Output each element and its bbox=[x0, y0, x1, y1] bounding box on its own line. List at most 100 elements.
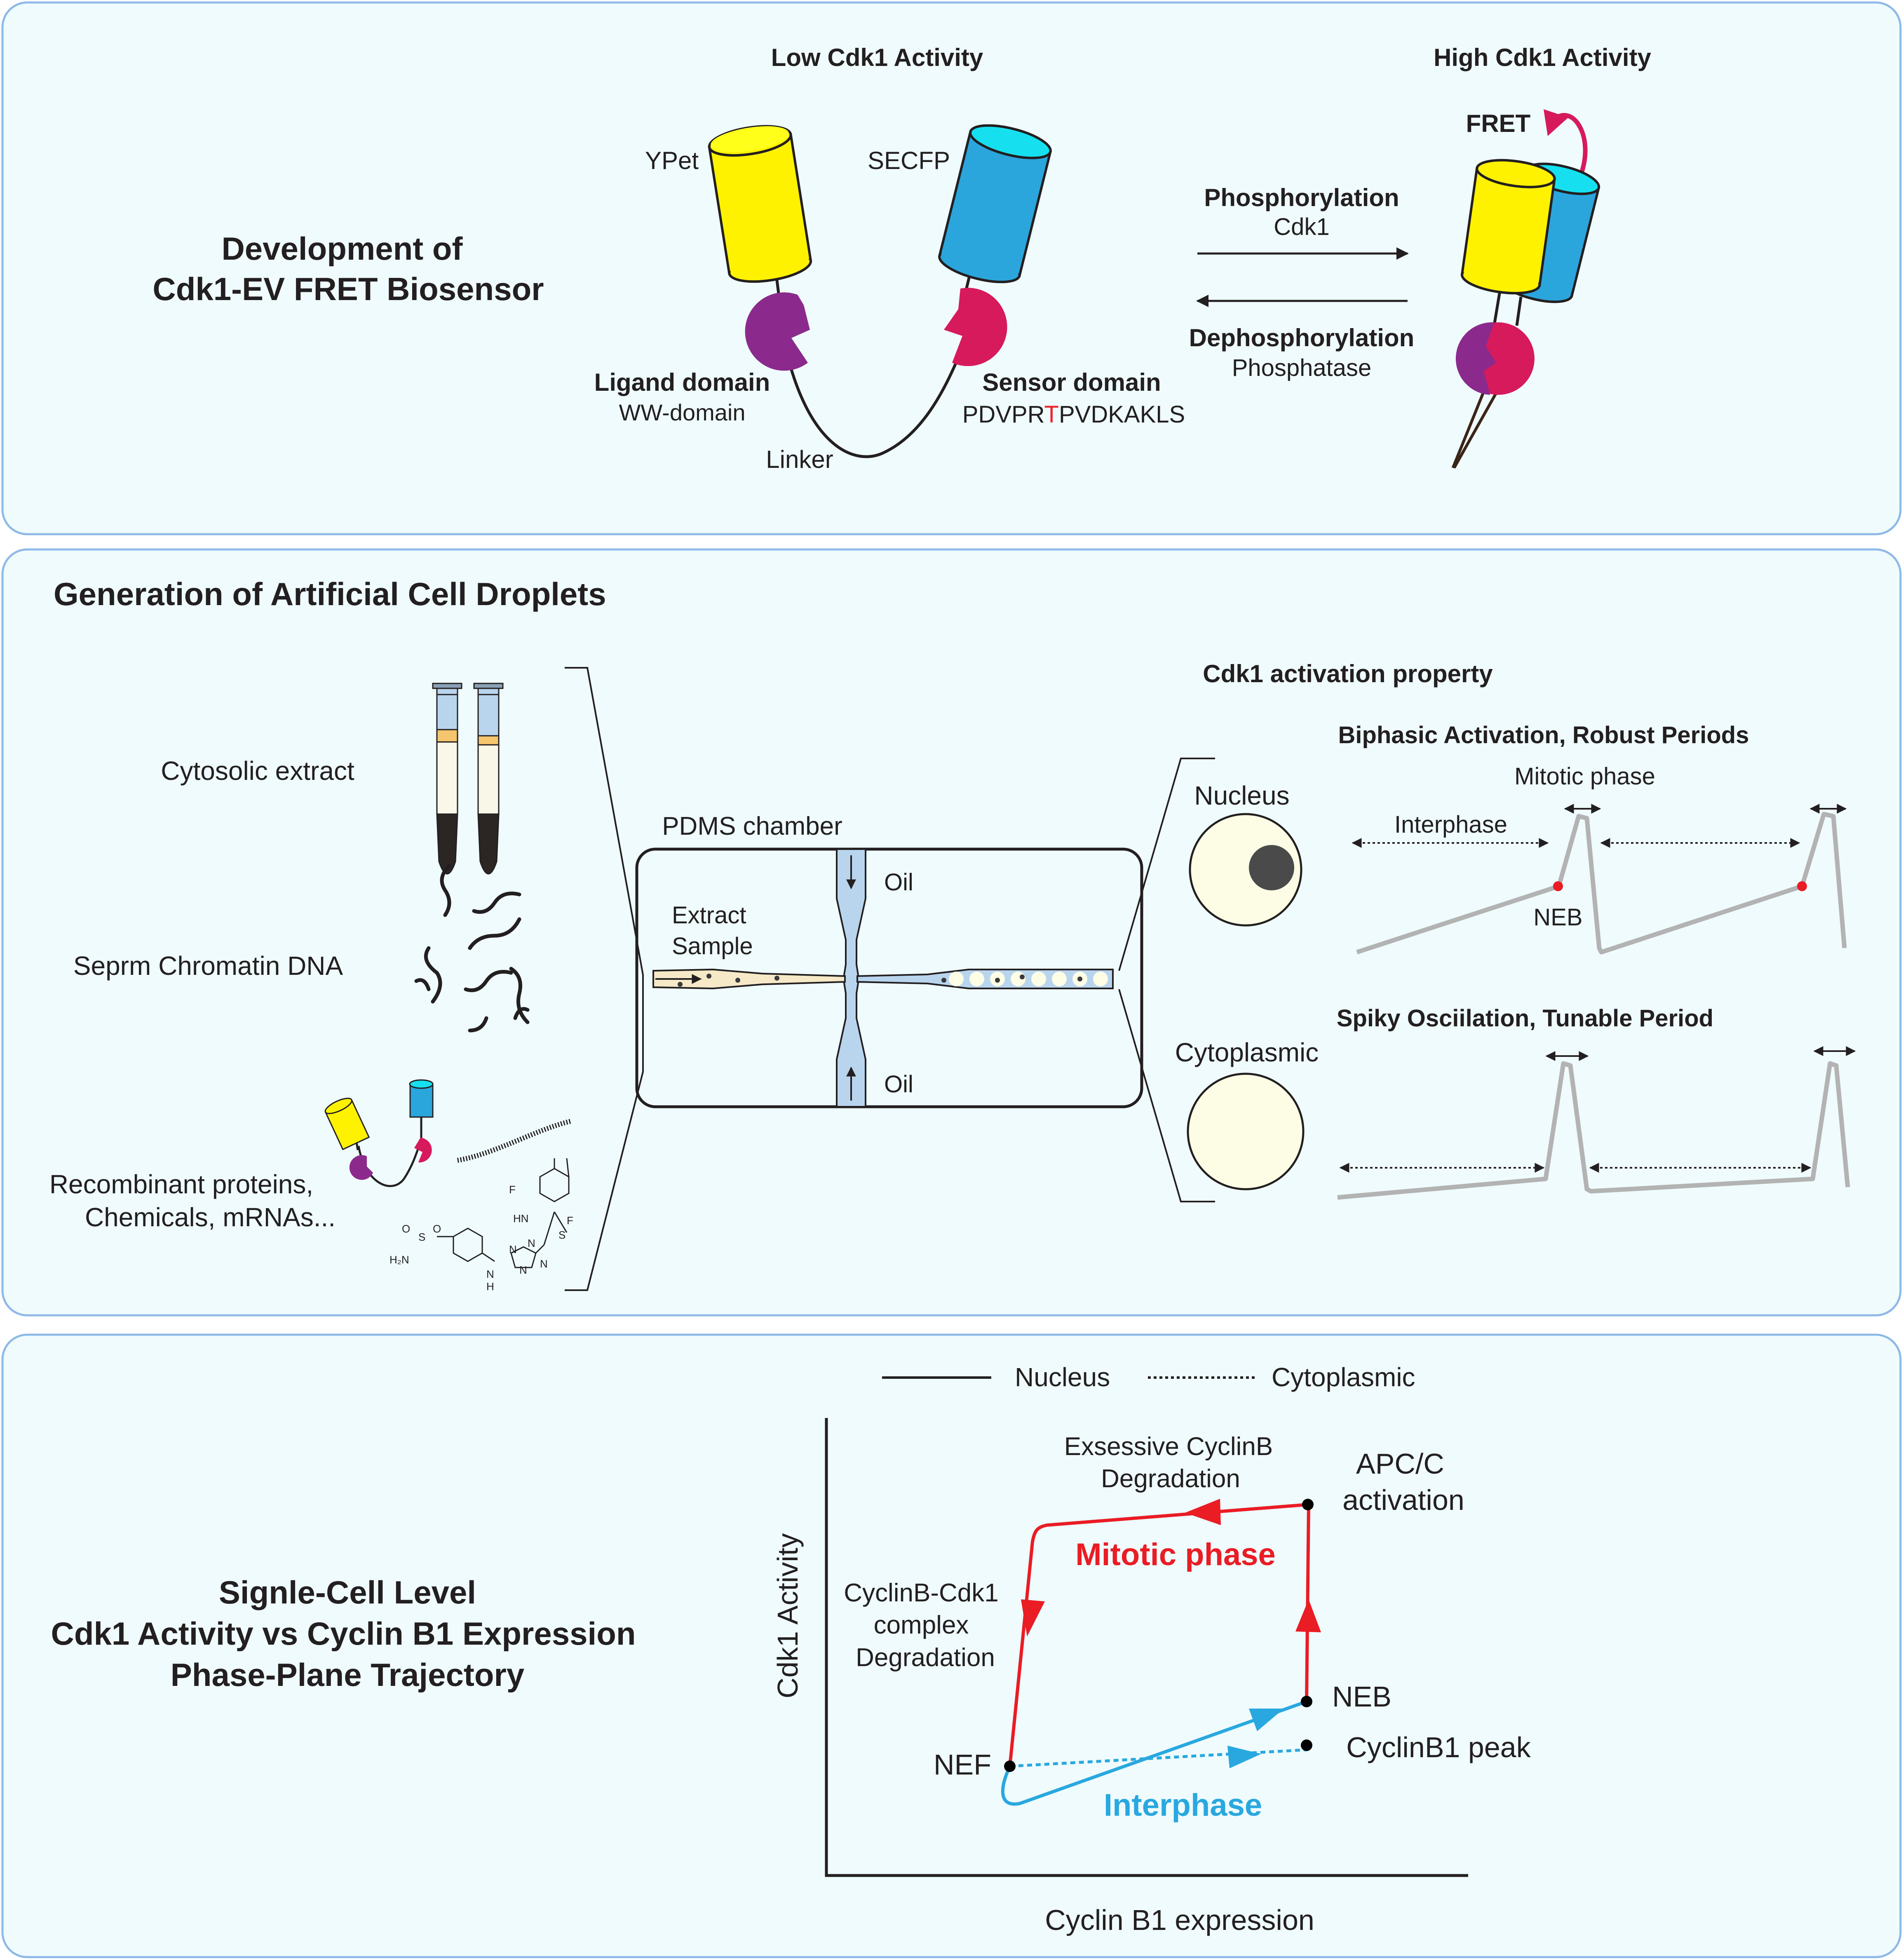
mitotic-arrow-up bbox=[1295, 1599, 1321, 1632]
panel3-title-line2: Cdk1 Activity vs Cyclin B1 Expression bbox=[51, 1615, 636, 1652]
chem-f1: F bbox=[509, 1183, 516, 1196]
nucleus-core bbox=[1249, 845, 1294, 890]
spiky-heading: Spiky Osciilation, Tunable Period bbox=[1337, 1005, 1713, 1032]
chem-hn: HN bbox=[513, 1212, 529, 1225]
chemical-atom-labels: F F HN S S O O H₂N N N N N N H bbox=[390, 1183, 573, 1293]
secfp-cylinder bbox=[938, 124, 1052, 284]
oil-bottom-label: Oil bbox=[884, 1071, 913, 1098]
apc-line2: activation bbox=[1342, 1484, 1464, 1516]
chem-s2: S bbox=[418, 1231, 425, 1243]
chem-nh: N bbox=[486, 1268, 494, 1280]
closed-stalk-2 bbox=[1515, 296, 1523, 326]
nef-label: NEF bbox=[934, 1749, 991, 1781]
panel3-title-line1: Signle-Cell Level bbox=[219, 1574, 476, 1610]
ypet-cylinder bbox=[708, 125, 812, 283]
mitotic-arrow-down bbox=[1021, 1599, 1045, 1636]
cyclinb1-peak-point bbox=[1301, 1739, 1312, 1751]
activation-property-heading: Cdk1 activation property bbox=[1203, 660, 1493, 688]
ligand-domain-label: Ligand domain bbox=[594, 369, 770, 396]
chem-f2: F bbox=[567, 1214, 573, 1227]
extract-label: Extract bbox=[672, 902, 746, 929]
low-activity-heading: Low Cdk1 Activity bbox=[771, 44, 983, 71]
neb-label-plot: NEB bbox=[1332, 1681, 1391, 1713]
chem-n2: N bbox=[528, 1237, 535, 1249]
droplets bbox=[949, 972, 1108, 986]
fret-arrowhead bbox=[1544, 109, 1568, 136]
pdms-chamber-frame bbox=[635, 847, 1143, 1108]
cytoplasmic-bracket bbox=[1118, 989, 1215, 1202]
panel1-title-line1: Development of bbox=[221, 230, 463, 267]
nucleus-interphase-trajectory bbox=[1001, 1700, 1307, 1806]
closed-ligand-domain bbox=[1455, 322, 1496, 395]
interphase-arrowhead bbox=[1249, 1709, 1284, 1731]
linker-line bbox=[784, 341, 966, 458]
chromatin-particles bbox=[678, 974, 1082, 987]
neb-label-trace: NEB bbox=[1533, 904, 1582, 931]
high-activity-heading: High Cdk1 Activity bbox=[1434, 44, 1652, 71]
inputs-bracket bbox=[565, 667, 644, 1291]
panel-droplets: Generation of Artificial Cell Droplets C… bbox=[1, 548, 1902, 1317]
legend-solid-label: Nucleus bbox=[1015, 1362, 1110, 1392]
phosphatase-label: Phosphatase bbox=[1232, 354, 1372, 381]
complex-degradation-line2: complex bbox=[874, 1611, 969, 1639]
biphasic-heading: Biphasic Activation, Robust Periods bbox=[1338, 722, 1749, 749]
legend-dotted-label: Cytoplasmic bbox=[1272, 1362, 1415, 1392]
sensor-sequence: PDVPRTPVDKAKLS bbox=[962, 401, 1185, 428]
cyclinb1-peak-label: CyclinB1 peak bbox=[1346, 1731, 1531, 1763]
chemical-structure bbox=[437, 1158, 570, 1268]
sensor-domain-label: Sensor domain bbox=[982, 369, 1161, 396]
sequence-phospho-threonine: T bbox=[1044, 401, 1059, 428]
panel-biosensor: Development of Cdk1-EV FRET Biosensor Lo… bbox=[1, 1, 1902, 535]
nucleus-label: Nucleus bbox=[1194, 781, 1289, 810]
chem-n3: N bbox=[540, 1258, 548, 1270]
ypet-label: YPet bbox=[645, 147, 699, 174]
chem-h: H bbox=[486, 1280, 494, 1293]
mitotic-phase-label: Mitotic phase bbox=[1514, 763, 1655, 790]
cytoplasmic-droplet bbox=[1187, 1073, 1305, 1190]
oil-top-label: Oil bbox=[884, 869, 913, 896]
linker-label: Linker bbox=[766, 446, 833, 473]
sperm-chromatin-icons bbox=[414, 864, 530, 1033]
nucleus-droplet bbox=[1189, 813, 1302, 927]
chromatin-label: Seprm Chromatin DNA bbox=[73, 951, 343, 981]
apc-line1: APC/C bbox=[1356, 1448, 1444, 1480]
y-axis-label: Cdk1 Activity bbox=[772, 1533, 804, 1699]
panel-droplets-frame bbox=[1, 548, 1902, 1317]
panel-phase-plane-frame bbox=[1, 1333, 1902, 1958]
microfluidic-channels bbox=[652, 848, 1114, 1108]
cytoplasmic-arrowhead bbox=[1227, 1746, 1261, 1768]
fret-label: FRET bbox=[1466, 110, 1531, 137]
panel2-title: Generation of Artificial Cell Droplets bbox=[54, 576, 606, 612]
cdk1-label: Cdk1 bbox=[1274, 214, 1329, 240]
ww-domain-label: WW-domain bbox=[619, 399, 745, 425]
nucleus-bracket bbox=[1118, 758, 1215, 971]
sensor-domain-shape bbox=[944, 288, 1007, 366]
chem-n1: N bbox=[509, 1243, 517, 1256]
complex-degradation-line1: CyclinB-Cdk1 bbox=[844, 1579, 999, 1607]
extract-tubes bbox=[432, 683, 504, 875]
neb-marker-1 bbox=[1553, 881, 1563, 891]
sequence-prefix: PDVPR bbox=[962, 401, 1044, 428]
chem-h2n: H₂N bbox=[390, 1253, 409, 1266]
pdms-chamber-label: PDMS chamber bbox=[662, 812, 842, 840]
closed-ypet-cylinder bbox=[1460, 159, 1556, 295]
phosphorylation-label: Phosphorylation bbox=[1204, 184, 1399, 211]
mini-biosensor-icon bbox=[324, 1079, 434, 1187]
panel3-title-line3: Phase-Plane Trajectory bbox=[171, 1657, 524, 1693]
mrna-squiggle bbox=[457, 1119, 572, 1163]
x-axis-label: Cyclin B1 expression bbox=[1045, 1904, 1314, 1936]
tube-2 bbox=[473, 683, 504, 875]
chem-o1: O bbox=[402, 1223, 410, 1235]
mitotic-phase-label-red: Mitotic phase bbox=[1075, 1537, 1276, 1572]
dephosphorylation-label: Dephosphorylation bbox=[1189, 324, 1415, 352]
interphase-label: Interphase bbox=[1394, 811, 1507, 838]
sequence-suffix: PVDKAKLS bbox=[1059, 401, 1185, 428]
cytoplasmic-label: Cytoplasmic bbox=[1175, 1038, 1319, 1067]
chem-o2: O bbox=[433, 1223, 441, 1235]
chem-s1: S bbox=[558, 1229, 566, 1241]
nef-point bbox=[1004, 1760, 1016, 1772]
neb-marker-2 bbox=[1797, 881, 1807, 891]
chem-n4: N bbox=[519, 1264, 527, 1276]
